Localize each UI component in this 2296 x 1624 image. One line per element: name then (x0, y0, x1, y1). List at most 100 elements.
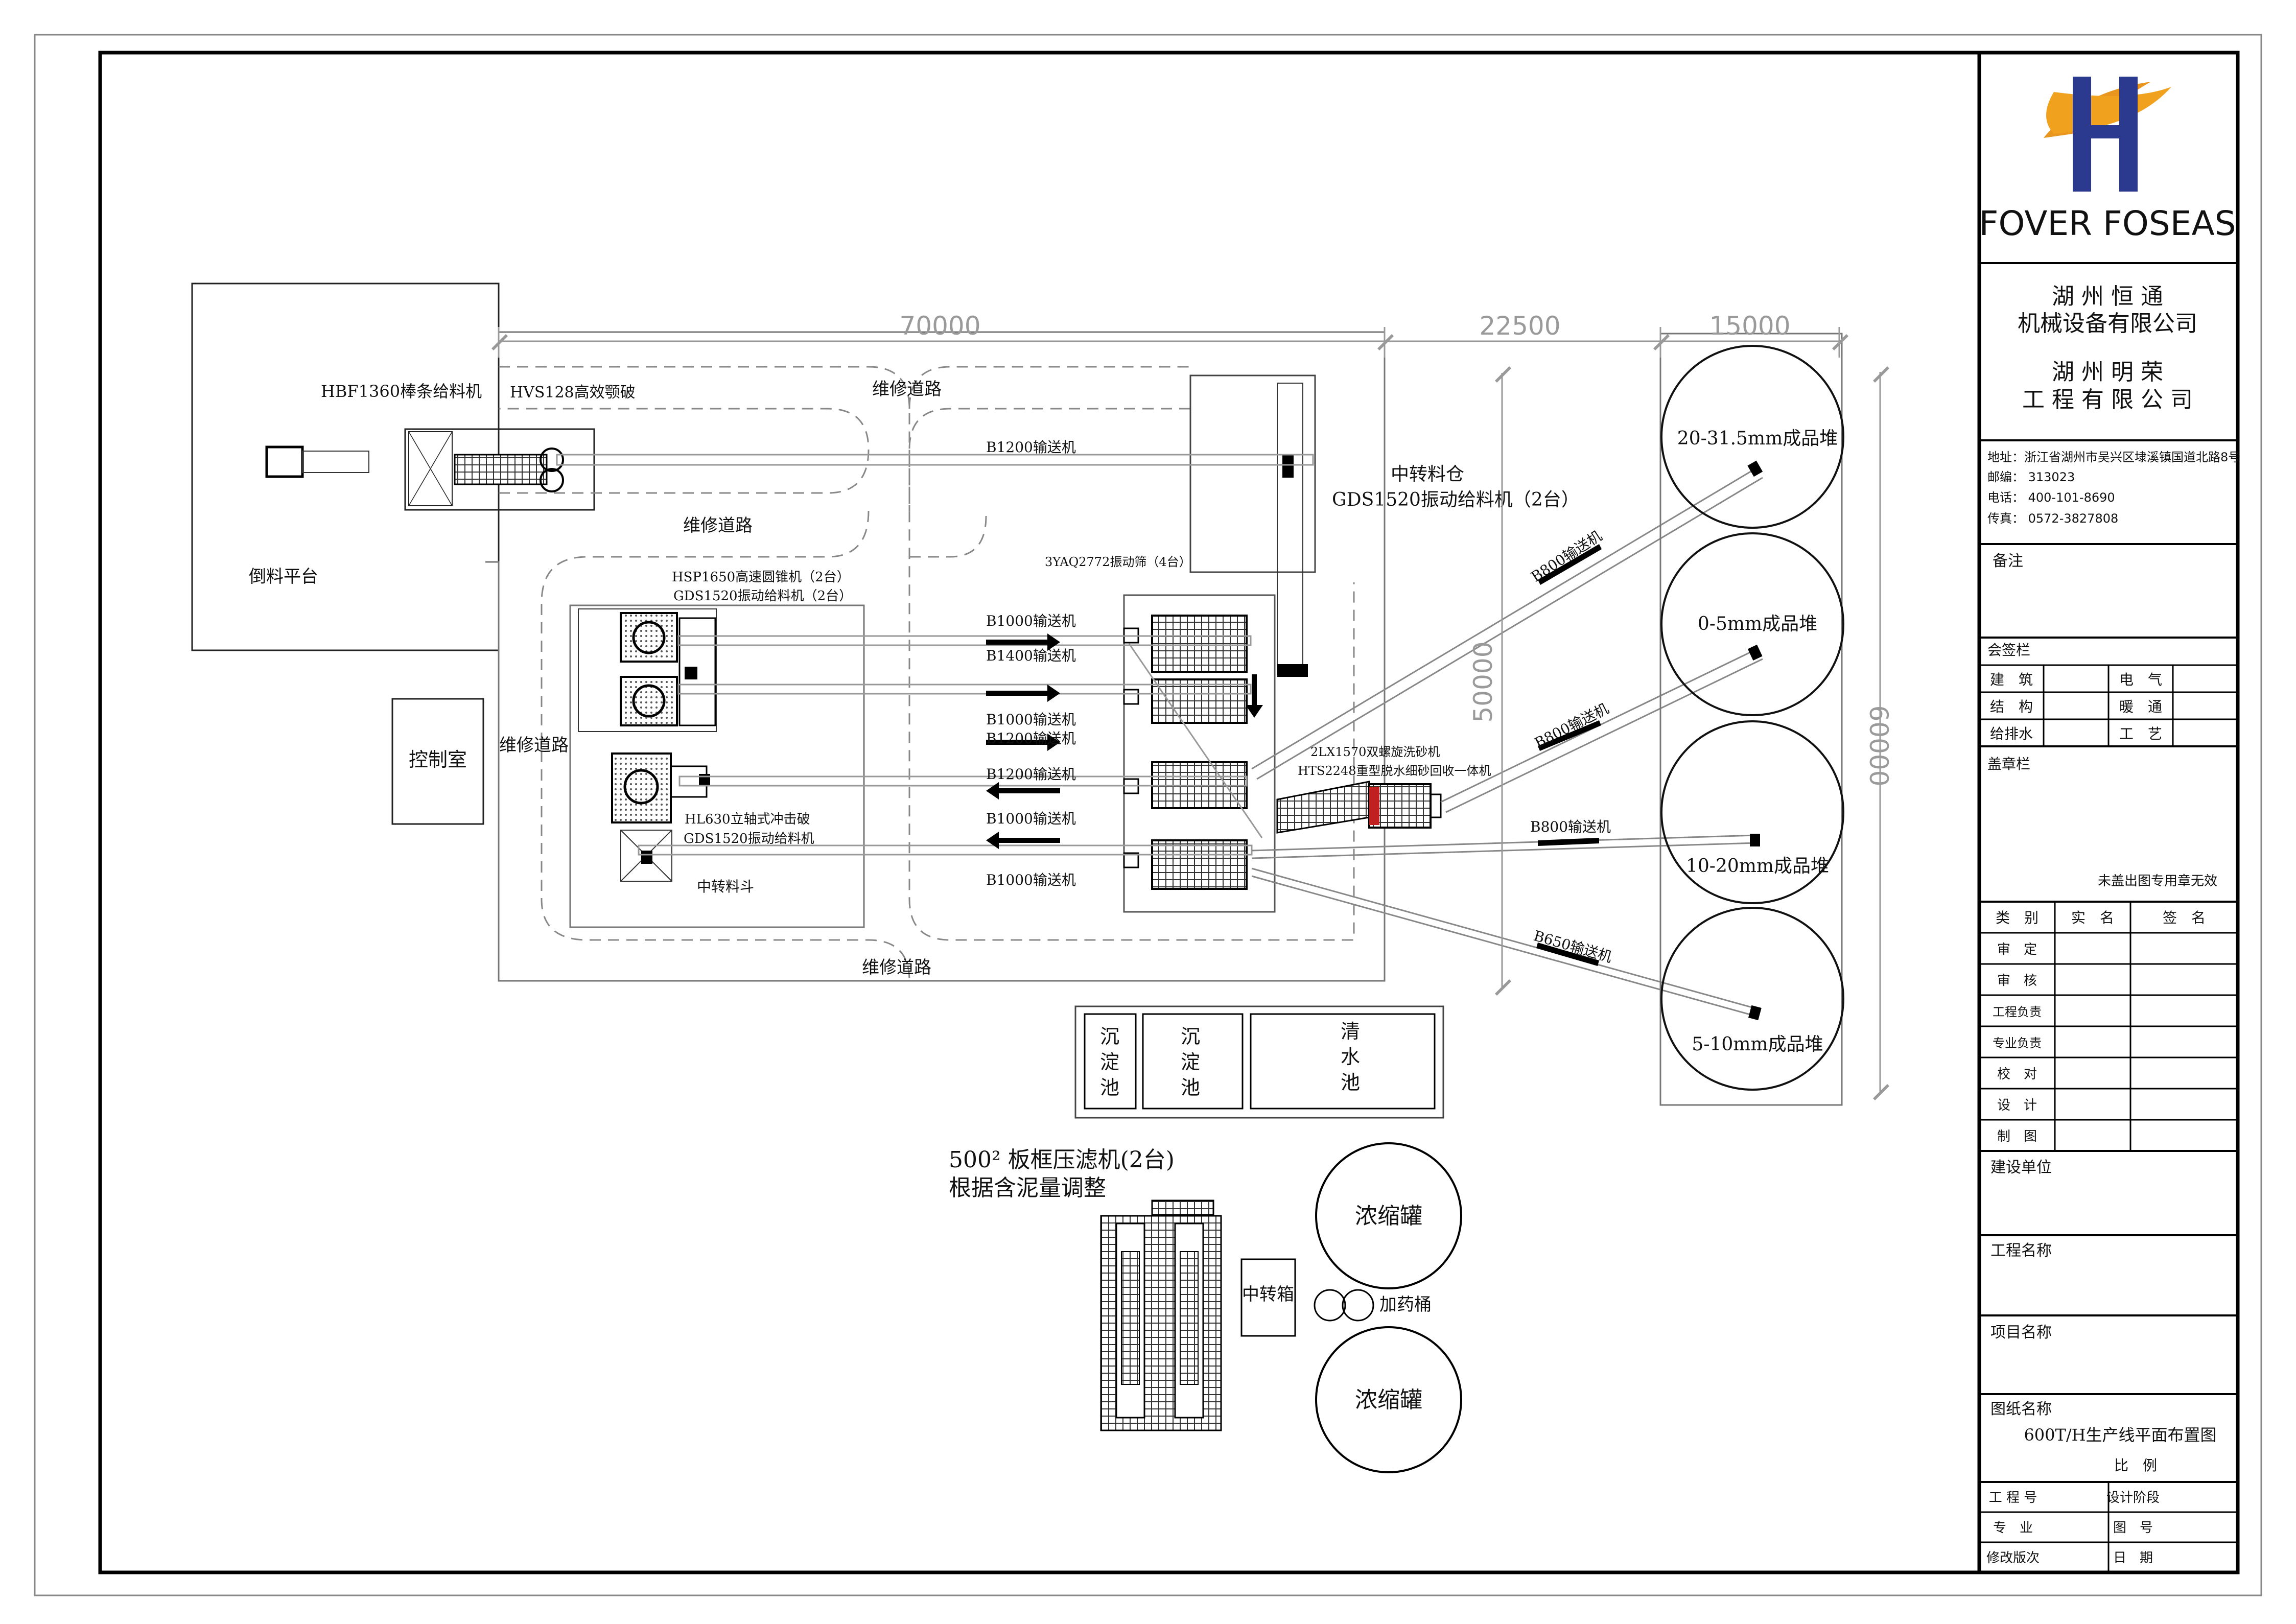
approval-row: 制 图 (1997, 1129, 2037, 1144)
dump-platform-label: 倒料平台 (249, 567, 318, 587)
project-name-label: 工程名称 (1990, 1242, 2052, 1260)
intermediate-bin (1189, 374, 1316, 573)
dimension-50000: 50000 (1468, 641, 1498, 722)
product-conveyors (1251, 466, 1763, 1018)
vibrating-screen-icon (1123, 615, 1248, 890)
sand-washer-label-2: HTS2248重型脱水细砂回收一体机 (1298, 764, 1491, 778)
b1200-label-3: B1200输送机 (986, 766, 1076, 783)
filter-press-icon (1100, 1199, 1222, 1431)
pool3-char-3: 池 (1341, 1071, 1360, 1094)
revision-label: 修改版次 (1986, 1550, 2040, 1566)
transfer-box (1240, 1258, 1296, 1337)
title-block: FOVER FOSEAS 湖 州 恒 通 机械设备有限公司 湖 州 明 荣 工 … (1977, 53, 2240, 1572)
control-room (391, 698, 484, 825)
drawing-no-label: 图 号 (2113, 1520, 2153, 1536)
sand-washer-label-1: 2LX1570双螺旋洗砂机 (1310, 745, 1440, 759)
control-room-label: 控制室 (409, 748, 467, 771)
conveyor-lines (556, 454, 1314, 856)
approval-row: 校 对 (1997, 1067, 2037, 1082)
hbf-label: HBF1360棒条给料机 (321, 382, 482, 401)
company-address: 地址：浙江省湖州市吴兴区埭溪镇国道北路8号 (1987, 450, 2240, 464)
thickener-label-2: 浓缩罐 (1355, 1387, 1422, 1413)
crusher-area (569, 604, 865, 928)
sign-row-1-a: 建 筑 (1990, 671, 2033, 688)
b800-label-3: B800输送机 (1530, 818, 1611, 835)
pile-circle (1660, 345, 1844, 529)
sign-row-3-a: 给排水 (1990, 725, 2033, 742)
drawing-name: 600T/H生产线平面布置图 (2024, 1425, 2216, 1445)
stockyard (1659, 333, 1843, 1106)
pile-circle (1660, 720, 1844, 904)
product-conveyor-marks (1536, 460, 1763, 1021)
construction-unit-label: 建设单位 (1990, 1159, 2052, 1176)
pool2-char-3: 池 (1181, 1076, 1200, 1099)
pool-area (1074, 1005, 1444, 1119)
hsp-label: HSP1650高速圆锥机（2台） (672, 570, 850, 585)
drawing-frame (98, 51, 2240, 1574)
remarks-label: 备注 (1993, 552, 2023, 570)
pile-label-4: 5-10mm成品堆 (1692, 1034, 1823, 1055)
vertical-impact-crusher-icon (611, 752, 710, 823)
product-piles (1660, 345, 1844, 1091)
company-name-1-line-1: 湖 州 恒 通 (2052, 284, 2163, 310)
item-name-label: 项目名称 (1990, 1324, 2052, 1341)
project-no-label: 工 程 号 (1989, 1490, 2037, 1505)
dosing-tank-1 (1314, 1289, 1346, 1322)
sand-washer-icon (1276, 781, 1442, 834)
filter-press-label: 500² 板框压滤机(2台) (949, 1147, 1175, 1173)
feeder-hopper-icon (404, 428, 595, 511)
clear-water-pool (1250, 1013, 1436, 1110)
approval-header-type: 类 别 (1996, 909, 2039, 926)
gds-cone-label: GDS1520振动给料机（2台） (673, 589, 852, 604)
dimension-15000: 15000 (1709, 311, 1790, 341)
sedimentation-pool-1 (1084, 1013, 1137, 1110)
gds-bin-label: GDS1520振动给料机（2台） (1332, 489, 1580, 510)
filter-press-note: 根据含泥量调整 (949, 1175, 1106, 1201)
company-name-1-line-2: 机械设备有限公司 (2018, 311, 2197, 337)
approval-row: 审 核 (1997, 973, 2037, 988)
dimension-60000: 60000 (1864, 705, 1893, 786)
pool1-char-2: 淀 (1100, 1051, 1119, 1073)
b1000-label-2: B1000输送机 (986, 711, 1076, 728)
sedimentation-pool-2 (1142, 1013, 1244, 1110)
hl-label: HL630立轴式冲击破 (685, 812, 810, 827)
maintenance-roads (499, 366, 1355, 981)
approval-table: 类 别 实 名 签 名 审 定 审 核 工程负责 专业负责 校 对 设 计 制 … (1979, 902, 2238, 1152)
approval-row: 工程负责 (1993, 1005, 2042, 1019)
sign-row-3-b: 工 艺 (2119, 725, 2162, 742)
b1200-label-2: B1200输送机 (986, 730, 1076, 747)
company-name-2-line-2: 工 程 有 限 公 司 (2022, 387, 2193, 413)
road-label-bottom: 维修道路 (862, 957, 931, 978)
b800-label-1: B800输送机 (1528, 527, 1605, 585)
pool3-char-2: 水 (1341, 1046, 1360, 1068)
pool2-char-1: 沉 (1181, 1025, 1200, 1048)
company-logo: FOVER FOSEAS (1979, 77, 2236, 243)
approval-row: 审 定 (1997, 942, 2037, 957)
b1000-label-3: B1000输送机 (986, 810, 1076, 827)
outer-frame (34, 34, 2262, 1596)
sign-row-2-b: 暖 通 (2119, 698, 2162, 715)
b1000-label-4: B1000输送机 (986, 872, 1076, 888)
pool3-char-1: 清 (1341, 1020, 1360, 1043)
pool1-char-1: 沉 (1100, 1025, 1119, 1048)
dosing-tank-2 (1342, 1289, 1374, 1322)
sign-row-2-a: 结 构 (1990, 698, 2033, 715)
b650-label: B650输送机 (1532, 927, 1614, 966)
b1200-top-label: B1200输送机 (986, 439, 1076, 456)
pile-label-3: 10-20mm成品堆 (1686, 856, 1829, 877)
dosing-label: 加药桶 (1379, 1295, 1432, 1315)
thickener-2 (1315, 1326, 1462, 1473)
pile-circle (1660, 907, 1844, 1091)
pile-circle (1660, 532, 1844, 716)
company-name-2-line-1: 湖 州 明 荣 (2052, 359, 2163, 385)
thickener-label-1: 浓缩罐 (1355, 1203, 1422, 1229)
seal-label: 盖章栏 (1987, 756, 2030, 772)
truck-icon (265, 445, 369, 478)
mid-bin-label: 中转料仓 (1391, 464, 1464, 485)
approval-row: 专业负责 (1993, 1036, 2042, 1050)
approval-header-name: 实 名 (2071, 909, 2114, 926)
cone-crusher-icon (578, 608, 717, 732)
gds-hl-label: GDS1520振动给料机 (684, 831, 814, 846)
plant-boundary (485, 331, 1386, 982)
